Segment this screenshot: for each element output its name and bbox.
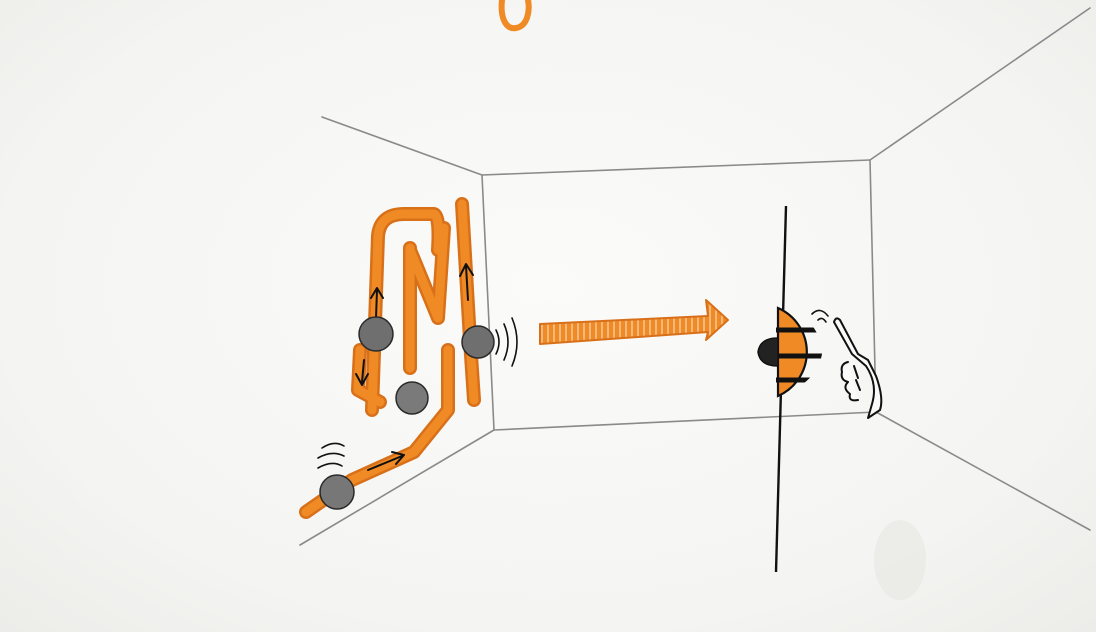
marble-icon (359, 317, 393, 351)
marble-icon (462, 326, 494, 358)
dome-button-icon (758, 308, 830, 396)
marble-icon (320, 475, 354, 509)
marble-icon (396, 382, 428, 414)
arrow-icon (540, 300, 728, 344)
orange-scribble (502, 0, 529, 28)
marble-track (306, 204, 474, 512)
